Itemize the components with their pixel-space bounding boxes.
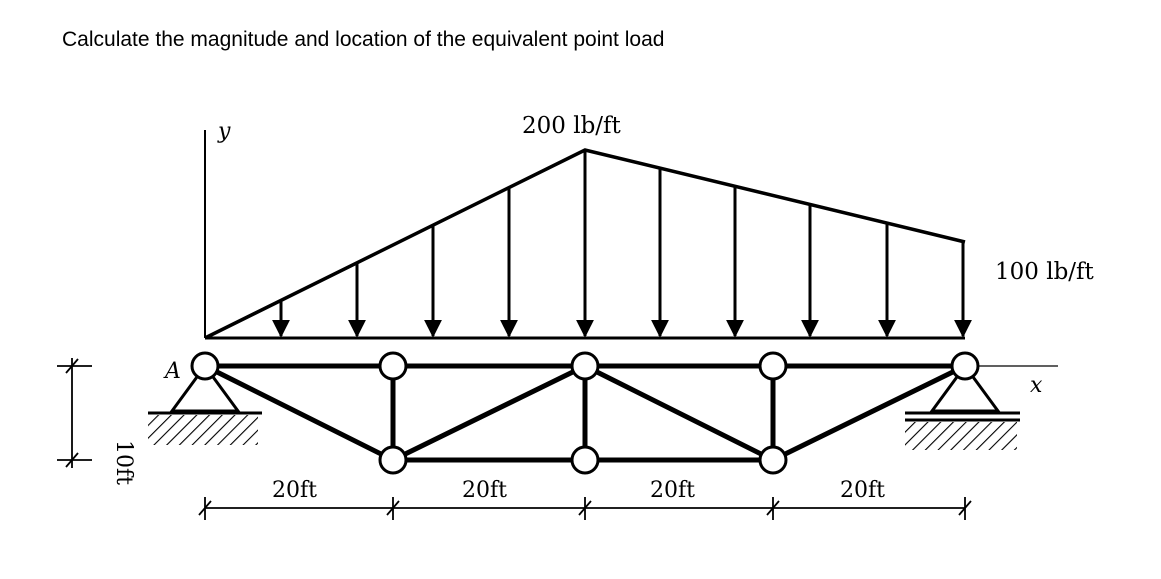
truss-joints	[190, 351, 980, 475]
pin-support-a: A	[148, 359, 262, 445]
distributed-load: 200 lb/ft 100 lb/ft	[204, 113, 1095, 340]
x-axis-label: x	[1030, 373, 1043, 398]
load-arrows	[272, 150, 972, 338]
right-end-diagonal	[770, 363, 968, 463]
joint-top-2	[378, 351, 408, 381]
joint-bottom-3	[570, 445, 600, 475]
peak-load-label: 200 lb/ft	[522, 113, 622, 139]
span-label-2: 20ft	[462, 478, 507, 503]
inner-diagonal-right	[582, 363, 776, 463]
height-label: 10ft	[111, 440, 136, 485]
inner-diagonal-left	[390, 363, 588, 463]
joint-top-4	[758, 351, 788, 381]
end-load-label: 100 lb/ft	[995, 259, 1095, 285]
joint-bottom-2	[378, 445, 408, 475]
truss-members	[202, 363, 968, 463]
span-dimension	[198, 497, 972, 520]
roller-support	[905, 363, 1020, 450]
support-a-label: A	[163, 359, 181, 384]
span-label-4: 20ft	[840, 478, 885, 503]
joint-a	[190, 351, 220, 381]
span-label-1: 20ft	[272, 478, 317, 503]
joint-top-3	[570, 351, 600, 381]
joint-top-5	[950, 351, 980, 381]
span-label-3: 20ft	[650, 478, 695, 503]
joint-bottom-4	[758, 445, 788, 475]
y-axis-label: y	[217, 119, 231, 144]
height-dimension	[57, 358, 92, 468]
left-end-diagonal	[202, 363, 396, 463]
y-axis: y	[204, 119, 231, 338]
problem-statement: Calculate the magnitude and location of …	[62, 28, 665, 51]
